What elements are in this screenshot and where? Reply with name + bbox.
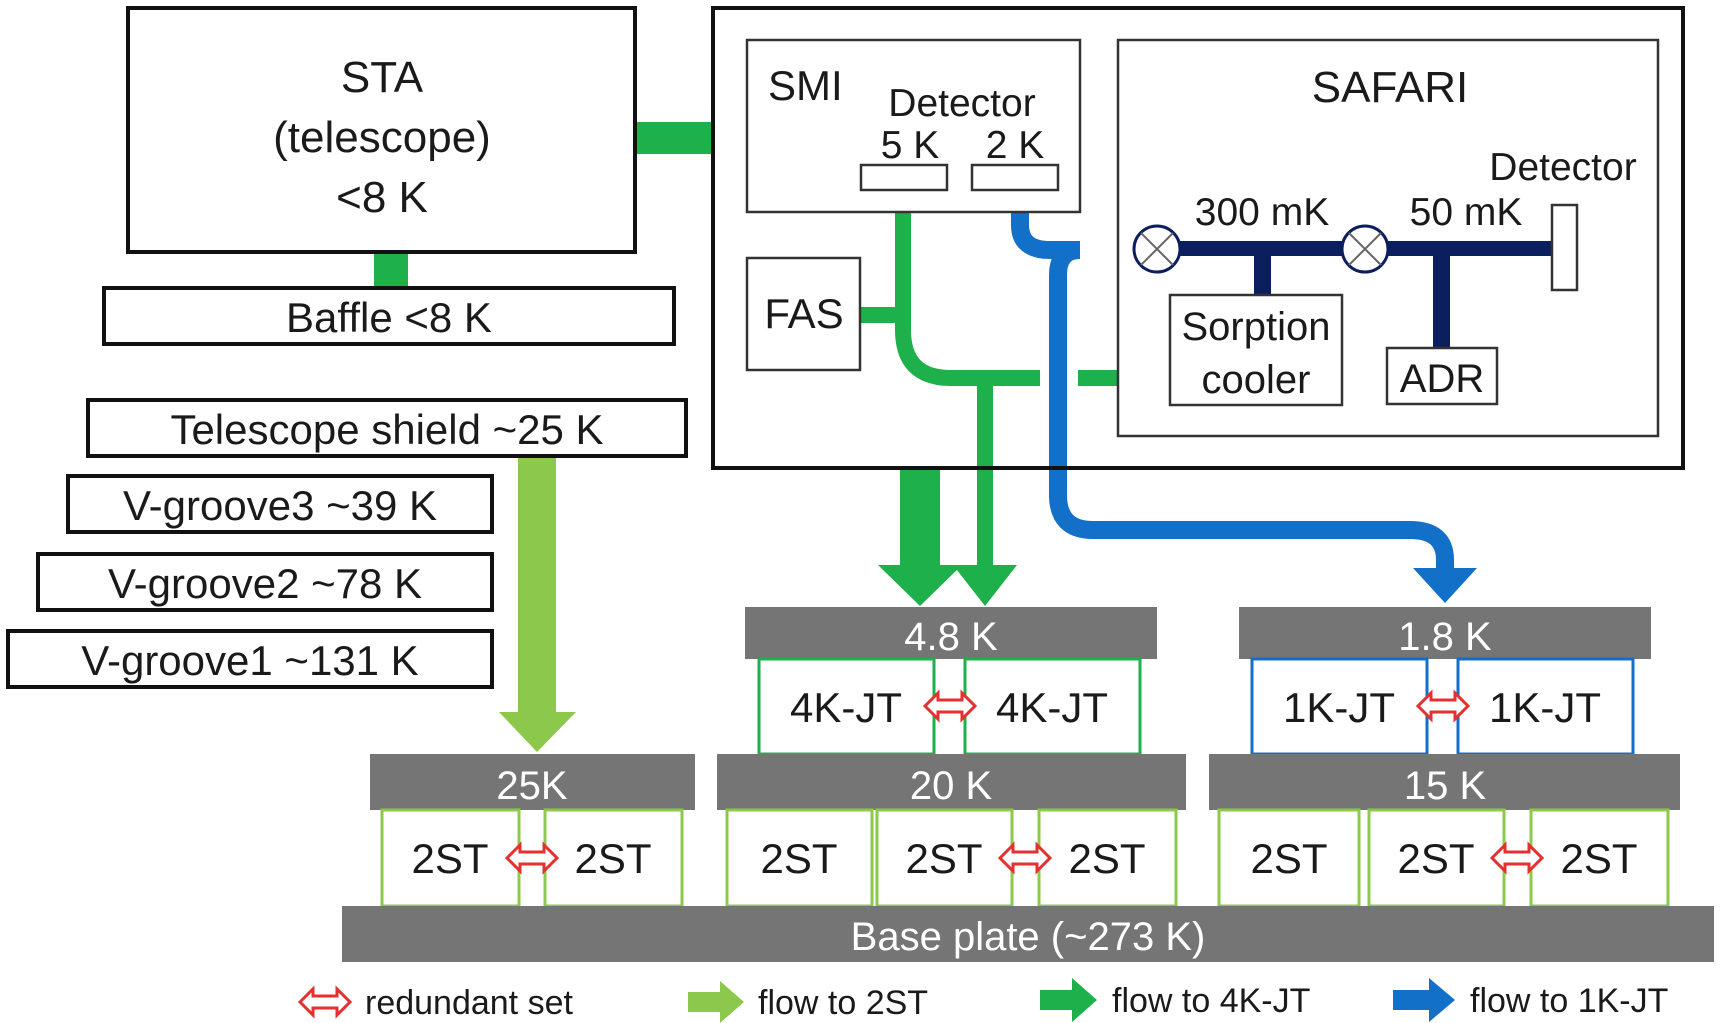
baffle-box [102,286,676,346]
jt4k-left-label: 4K-JT [790,684,902,731]
st-label-2: 2ST [574,835,651,882]
sta-label: STA [341,53,424,102]
green-4k-flow-lines [858,190,1118,565]
sta-instrument-link [633,122,713,154]
heat-switch-50mk-icon [1340,224,1390,274]
sorption-cooler-label-2: cooler [1202,358,1311,402]
instrument-enclosure [711,6,1685,470]
safari-300mk-label: 300 mK [1195,191,1329,234]
jt4k-right-label: 4K-JT [996,684,1108,731]
jt1k-redundant-arrow [1416,691,1470,721]
legend-redundant-label: redundant set [365,984,573,1022]
stage-15k-plate [1209,754,1680,810]
vgroove1-box [6,629,494,689]
stage-20k-plate [717,754,1186,810]
stage-4p8k-label: 4.8 K [904,615,998,659]
legend-2st-arrow-icon [688,981,744,1023]
st15-redundant-arrow [1490,843,1544,873]
base-plate-label: Base plate (~273 K) [851,915,1206,959]
telescope-shield-label: Telescope shield ~25 K [170,406,603,453]
stage-4p8k-plate [745,607,1157,659]
sorption-cooler-box [1168,293,1344,407]
smi-label: SMI [768,62,843,109]
stage-20k-label: 20 K [910,764,993,808]
legend-4k-label: flow to 4K-JT [1112,982,1310,1020]
st-label-1: 2ST [411,835,488,882]
jt4k-right-box [963,657,1142,756]
legend-redundant-icon [298,987,352,1017]
vgroove3-box [66,474,494,534]
safari-detector [1550,203,1579,292]
jt1k-left-label: 1K-JT [1283,684,1395,731]
st-label-3: 2ST [760,835,837,882]
safari-label: SAFARI [1312,63,1469,112]
vgroove1-label: V-groove1 ~131 K [81,637,418,684]
adr-label: ADR [1400,357,1484,401]
sta-temperature: <8 K [336,173,428,222]
legend-1k-label: flow to 1K-JT [1470,982,1668,1020]
legend-2st-label: flow to 2ST [758,984,928,1022]
safari-thermal-bus [1150,241,1560,350]
green-4k-thick-line [900,470,940,570]
jt4k-redundant-arrow [923,691,977,721]
blue-1k-arrowhead [1413,568,1477,603]
light-green-2st-line [518,455,556,717]
stage-25k-label: 25K [496,764,567,808]
stage-15k-label: 15 K [1404,764,1487,808]
adr-box [1385,346,1499,406]
st20-redundant-arrow [998,843,1052,873]
st-label-4: 2ST [905,835,982,882]
stage-1p8k-plate [1239,607,1651,659]
vgroove2-box [36,552,494,612]
safari-50mk-label: 50 mK [1410,191,1523,234]
sta-box [126,6,637,254]
smi-5k-detector [859,163,949,192]
stage-1p8k-label: 1.8 K [1398,615,1492,659]
baffle-label: Baffle <8 K [286,294,492,341]
legend-4k-arrow-icon [1040,978,1097,1022]
heat-switch-300mk-icon [1132,224,1182,274]
jt1k-right-label: 1K-JT [1489,684,1601,731]
jt1k-right-box [1456,657,1635,756]
safari-box [1116,38,1660,438]
legend-1k-arrow-icon [1393,978,1455,1022]
green-4k-arrowhead-b [953,565,1017,606]
st25-redundant-arrow [505,843,559,873]
fas-label: FAS [764,290,843,337]
sta-sublabel: (telescope) [273,113,491,162]
stage-25k-plate [370,754,695,810]
st-label-7: 2ST [1397,835,1474,882]
vgroove3-label: V-groove3 ~39 K [123,482,437,529]
base-plate [342,906,1714,962]
green-4k-arrowhead-a [878,565,962,606]
smi-2k-detector [970,163,1060,192]
sorption-cooler-label-1: Sorption [1182,305,1331,349]
st-label-6: 2ST [1250,835,1327,882]
smi-2k-label: 2 K [986,124,1045,167]
vgroove2-label: V-groove2 ~78 K [108,560,422,607]
fas-box [745,256,862,372]
telescope-shield-box [86,398,688,458]
smi-detector-label: Detector [888,82,1035,125]
safari-detector-label: Detector [1489,146,1636,189]
st-label-8: 2ST [1560,835,1637,882]
smi-5k-label: 5 K [881,124,940,167]
sta-baffle-link [374,252,408,290]
blue-1k-flow-line [1011,193,1454,572]
st-label-5: 2ST [1068,835,1145,882]
st-boxes [380,808,1670,908]
light-green-2st-arrowhead [499,712,576,752]
